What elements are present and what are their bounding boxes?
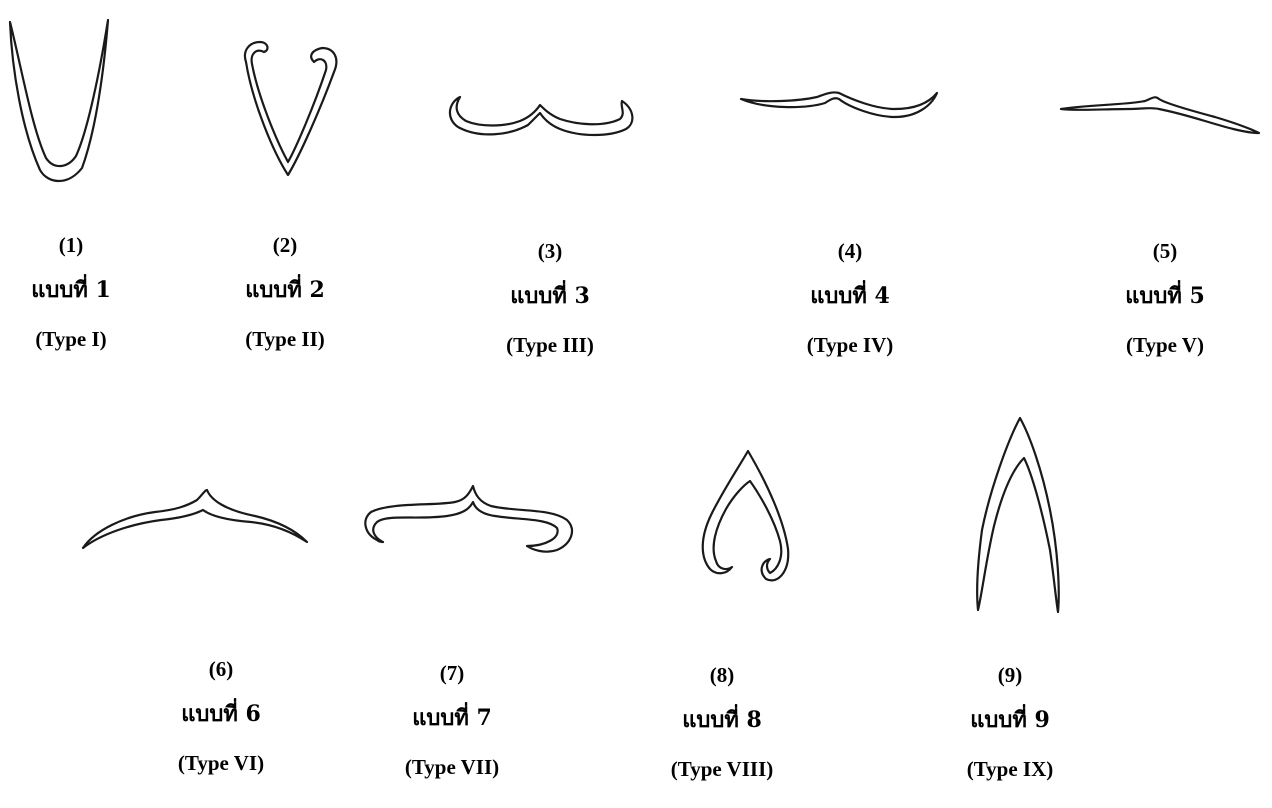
type-label: (Type IX) <box>925 756 1095 782</box>
figure-caption-5: (5) แบบที่ 5 (Type V) <box>1080 238 1250 358</box>
type-2-shape <box>230 30 350 190</box>
type-label: (Type V) <box>1080 332 1250 358</box>
type-label: (Type VIII) <box>637 756 807 782</box>
thai-type-label: แบบที่ 6 <box>136 700 306 728</box>
figure-caption-4: (4) แบบที่ 4 (Type IV) <box>765 238 935 358</box>
type-1-shape <box>0 0 130 190</box>
figure-caption-1: (1) แบบที่ 1 (Type I) <box>0 232 156 352</box>
thai-type-label: แบบที่ 1 <box>0 276 156 304</box>
figure-number: (8) <box>637 662 807 688</box>
type-9-shape <box>960 410 1070 620</box>
figure-number: (3) <box>465 238 635 264</box>
figure-number: (4) <box>765 238 935 264</box>
type-4-shape <box>735 85 945 135</box>
type-label: (Type III) <box>465 332 635 358</box>
thai-type-label: แบบที่ 3 <box>465 282 635 310</box>
thai-type-label: แบบที่ 7 <box>367 704 537 732</box>
figure-caption-9: (9) แบบที่ 9 (Type IX) <box>925 662 1095 782</box>
type-8-shape <box>690 445 800 595</box>
figure-number: (1) <box>0 232 156 258</box>
figure-number: (2) <box>200 232 370 258</box>
figure-caption-3: (3) แบบที่ 3 (Type III) <box>465 238 635 358</box>
type-label: (Type I) <box>0 326 156 352</box>
figure-caption-7: (7) แบบที่ 7 (Type VII) <box>367 660 537 780</box>
type-label: (Type IV) <box>765 332 935 358</box>
type-label: (Type VII) <box>367 754 537 780</box>
figure-number: (9) <box>925 662 1095 688</box>
figure-number: (5) <box>1080 238 1250 264</box>
type-label: (Type VI) <box>136 750 306 776</box>
type-3-shape <box>440 85 640 165</box>
thai-type-label: แบบที่ 8 <box>637 706 807 734</box>
figure-caption-6: (6) แบบที่ 6 (Type VI) <box>136 656 306 776</box>
figure-caption-8: (8) แบบที่ 8 (Type VIII) <box>637 662 807 782</box>
thai-type-label: แบบที่ 9 <box>925 706 1095 734</box>
thai-type-label: แบบที่ 4 <box>765 282 935 310</box>
figure-number: (6) <box>136 656 306 682</box>
thai-type-label: แบบที่ 5 <box>1080 282 1250 310</box>
figure-caption-2: (2) แบบที่ 2 (Type II) <box>200 232 370 352</box>
type-7-shape <box>355 480 585 560</box>
figure-number: (7) <box>367 660 537 686</box>
type-label: (Type II) <box>200 326 370 352</box>
thai-type-label: แบบที่ 2 <box>200 276 370 304</box>
type-5-shape <box>1055 95 1265 155</box>
type-6-shape <box>75 480 315 560</box>
